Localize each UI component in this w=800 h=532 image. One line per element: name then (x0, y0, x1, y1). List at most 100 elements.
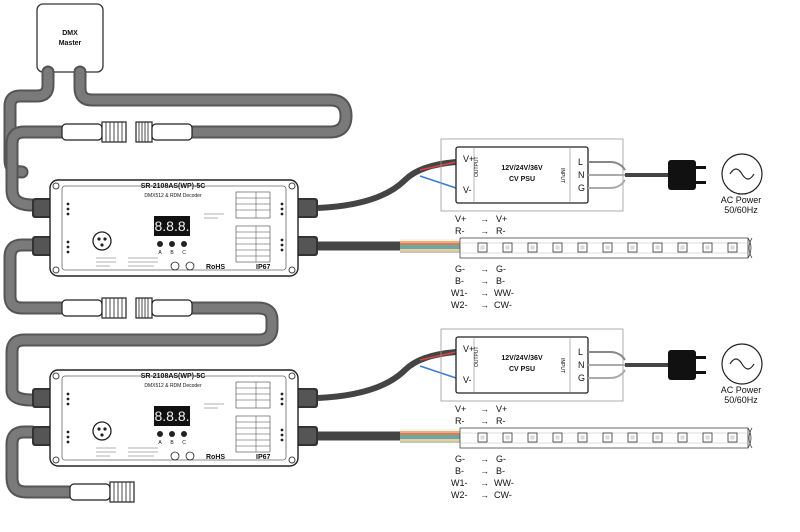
wire-2-top-0-arrow: → (480, 404, 489, 414)
wire-2-bot-3-arrow: → (480, 490, 489, 500)
wire-2-top-1-arrow: → (480, 416, 489, 426)
psu-2-n: N (578, 360, 585, 370)
wire-1-top-0-from: V+ (455, 214, 466, 224)
ac-power-2-line2: 50/60Hz (724, 395, 758, 405)
wire-1-bot-3-to: CW- (494, 300, 512, 310)
psu-2-vplus: V+ (463, 344, 474, 354)
wire-2-bot-3-from: W2- (451, 490, 468, 500)
led-chip-core (530, 435, 535, 440)
psu-2-output-label: OUTPUT (474, 346, 480, 367)
decoder-2-button-b: B (170, 440, 174, 446)
wire-1-top-1-to: R- (496, 226, 506, 236)
wire-2-top-1-from: R- (455, 416, 465, 426)
decoder-1-button-c: C (182, 250, 186, 256)
led-chip-core (630, 435, 635, 440)
power-section-1: V+ V- OUTPUT 12V/24V/36V CV PSU INPUT L … (317, 137, 764, 310)
decoder-2-model: SR-2108AS(WP)-5C (141, 373, 206, 380)
psu-1-input-label: INPUT (559, 168, 565, 183)
ac-power-1-line1: AC Power (721, 195, 762, 205)
wire-2-bot-0-to: G- (496, 454, 506, 464)
psu-2-sub: CV PSU (509, 366, 535, 373)
led-chip-core (580, 435, 585, 440)
dmx-cable-main (3, 65, 353, 212)
wire-1-bot-3-arrow: → (480, 300, 489, 310)
wire-2-bot-0-arrow: → (480, 454, 489, 464)
psu-2-vminus: V- (463, 375, 472, 385)
wire-1-bot-2-to: WW- (494, 288, 514, 298)
psu-1-g: G (578, 183, 585, 193)
dmx-master-line2: Master (59, 40, 82, 47)
wire-1-bot-3-from: W2- (451, 300, 468, 310)
decoder-2-button-c: C (182, 440, 186, 446)
ac-power-2-line1: AC Power (721, 385, 762, 395)
wire-1-bot-1-arrow: → (480, 276, 489, 286)
psu-1-vminus: V- (463, 185, 472, 195)
dmx-master: DMX Master (36, 3, 104, 73)
xlr-connector-pair-2 (61, 297, 193, 319)
led-chip-core (530, 245, 535, 250)
decoder-2-ip-rating: IP67 (256, 454, 271, 461)
wire-2-bot-1-from: B- (455, 466, 464, 476)
psu-1-l: L (578, 157, 583, 167)
led-chip-core (680, 435, 685, 440)
wire-1-top-1-from: R- (455, 226, 465, 236)
wire-2-bot-1-to: B- (496, 466, 505, 476)
decoder-1-model: SR-2108AS(WP)-5C (141, 183, 206, 190)
decoder-1-button-a: A (158, 250, 162, 256)
led-chip-core (705, 435, 710, 440)
wire-1-top-1-arrow: → (480, 226, 489, 236)
led-chip-core (480, 245, 485, 250)
psu-2-g: G (578, 373, 585, 383)
decoder-1-button-b: B (170, 250, 174, 256)
led-chip-core (505, 245, 510, 250)
dmx-cable-link (3, 238, 279, 499)
led-chip-core (655, 435, 660, 440)
led-chip-core (680, 245, 685, 250)
wire-2-bot-2-to: WW- (494, 478, 514, 488)
wire-2-bot-3-to: CW- (494, 490, 512, 500)
led-chip-core (480, 435, 485, 440)
wire-1-top-0-to: V+ (496, 214, 507, 224)
decoder-1-subtitle: DMX512 & RDM Decoder (144, 193, 202, 199)
wire-1-bot-0-arrow: → (480, 264, 489, 274)
psu-1-sub: CV PSU (509, 176, 535, 183)
xlr-connector-pair-1 (61, 121, 193, 143)
decoder-1-ip-rating: IP67 (256, 264, 271, 271)
decoder-1-cert: RoHS (206, 264, 225, 271)
ac-power-1-line2: 50/60Hz (724, 205, 758, 215)
wire-2-bot-0-from: G- (455, 454, 465, 464)
decoder-2-button-a: A (158, 440, 162, 446)
wire-1-bot-1-from: B- (455, 276, 464, 286)
led-strip-2 (477, 432, 738, 443)
led-chip-core (555, 435, 560, 440)
wire-2-bot-2-arrow: → (480, 478, 489, 488)
decoder-2-cert: RoHS (206, 454, 225, 461)
wire-1-bot-2-arrow: → (480, 288, 489, 298)
led-chip-core (605, 245, 610, 250)
psu-2-l: L (578, 347, 583, 357)
psu-1-title: 12V/24V/36V (501, 165, 543, 172)
xlr-connector-end (69, 481, 135, 503)
decoder-2-display: 8.8.8. (154, 408, 189, 424)
led-chip-core (555, 245, 560, 250)
led-chip-core (705, 245, 710, 250)
wire-1-bot-0-to: G- (496, 264, 506, 274)
psu-2-input-label: INPUT (559, 358, 565, 373)
led-chip-core (630, 245, 635, 250)
psu-1-output-label: OUTPUT (474, 156, 480, 177)
decoder-unit-2: SR-2108AS(WP)-5C DMX512 & RDM Decoder 8.… (31, 369, 319, 467)
led-strip-1 (477, 242, 738, 253)
decoder-unit-1: SR-2108AS(WP)-5C DMX512 & RDM Decoder 8.… (31, 179, 319, 277)
wire-1-bot-2-from: W1- (451, 288, 468, 298)
decoder-1-display: 8.8.8. (154, 218, 189, 234)
led-chip-core (730, 245, 735, 250)
led-chip-core (580, 245, 585, 250)
psu-1-n: N (578, 170, 585, 180)
wire-1-bot-1-to: B- (496, 276, 505, 286)
led-chip-core (730, 435, 735, 440)
dmx-master-line1: DMX (62, 30, 78, 37)
wire-2-top-0-to: V+ (496, 404, 507, 414)
psu-1-vplus: V+ (463, 154, 474, 164)
